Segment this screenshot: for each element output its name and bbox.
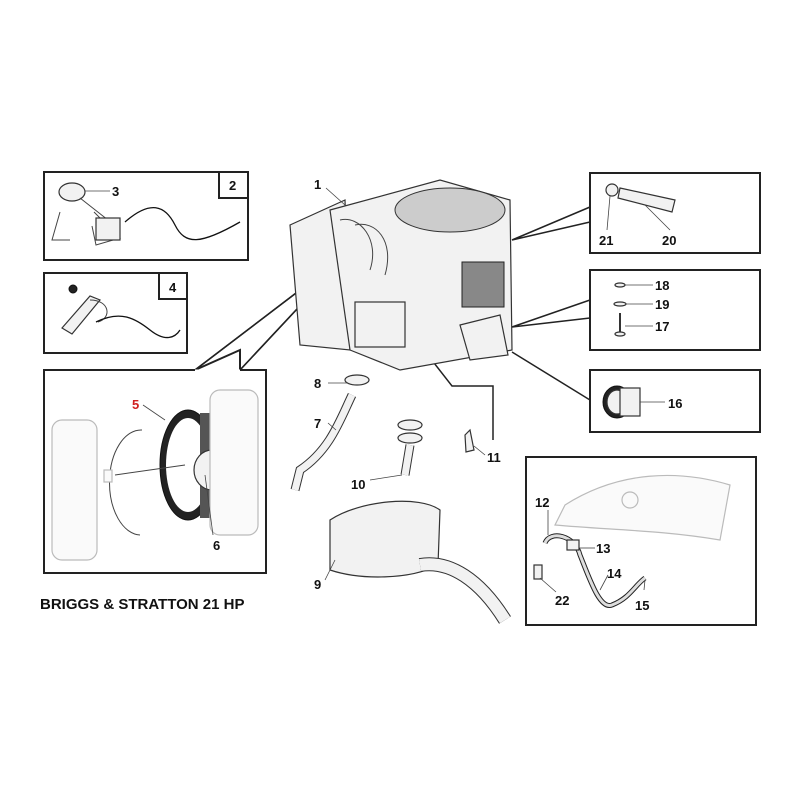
callout-12: 12: [535, 495, 549, 510]
callout-11: 11: [487, 450, 501, 465]
callout-labels: 1 2 3 4 5 6 7 8 9 10 11 12 13 14 15 16 1…: [112, 177, 682, 613]
detail-box-air-filter[interactable]: [43, 289, 313, 574]
callout-4: 4: [169, 280, 177, 295]
callout-17: 17: [655, 319, 669, 334]
callout-13: 13: [596, 541, 610, 556]
callout-3: 3: [112, 184, 119, 199]
detail-box-fuel-line[interactable]: [525, 456, 757, 626]
callout-9: 9: [314, 577, 321, 592]
detail-box-throttle-control[interactable]: [43, 171, 249, 261]
callout-19: 19: [655, 297, 669, 312]
detail-box-oil-filter[interactable]: [589, 369, 761, 433]
callout-7: 7: [314, 416, 321, 431]
callout-18: 18: [655, 278, 669, 293]
engine-assembly[interactable]: [289, 179, 513, 371]
detail-box-dipstick[interactable]: [589, 172, 761, 254]
callout-15: 15: [635, 598, 649, 613]
callout-leaders: [85, 187, 671, 593]
callout-20: 20: [662, 233, 676, 248]
detail-box-mount-bolt[interactable]: [589, 269, 761, 351]
diagram-title: BRIGGS & STRATTON 21 HP: [40, 596, 245, 613]
callout-8: 8: [314, 376, 321, 391]
detail-box-choke[interactable]: [43, 272, 188, 354]
callout-21: 21: [599, 233, 613, 248]
callout-2: 2: [229, 178, 236, 193]
callout-10: 10: [351, 477, 365, 492]
callout-6: 6: [213, 538, 220, 553]
callout-16: 16: [668, 396, 682, 411]
callout-5: 5: [132, 397, 139, 412]
callout-14: 14: [607, 566, 622, 581]
callout-1: 1: [314, 177, 321, 192]
exhaust-parts[interactable]: [290, 374, 511, 624]
callout-22: 22: [555, 593, 569, 608]
